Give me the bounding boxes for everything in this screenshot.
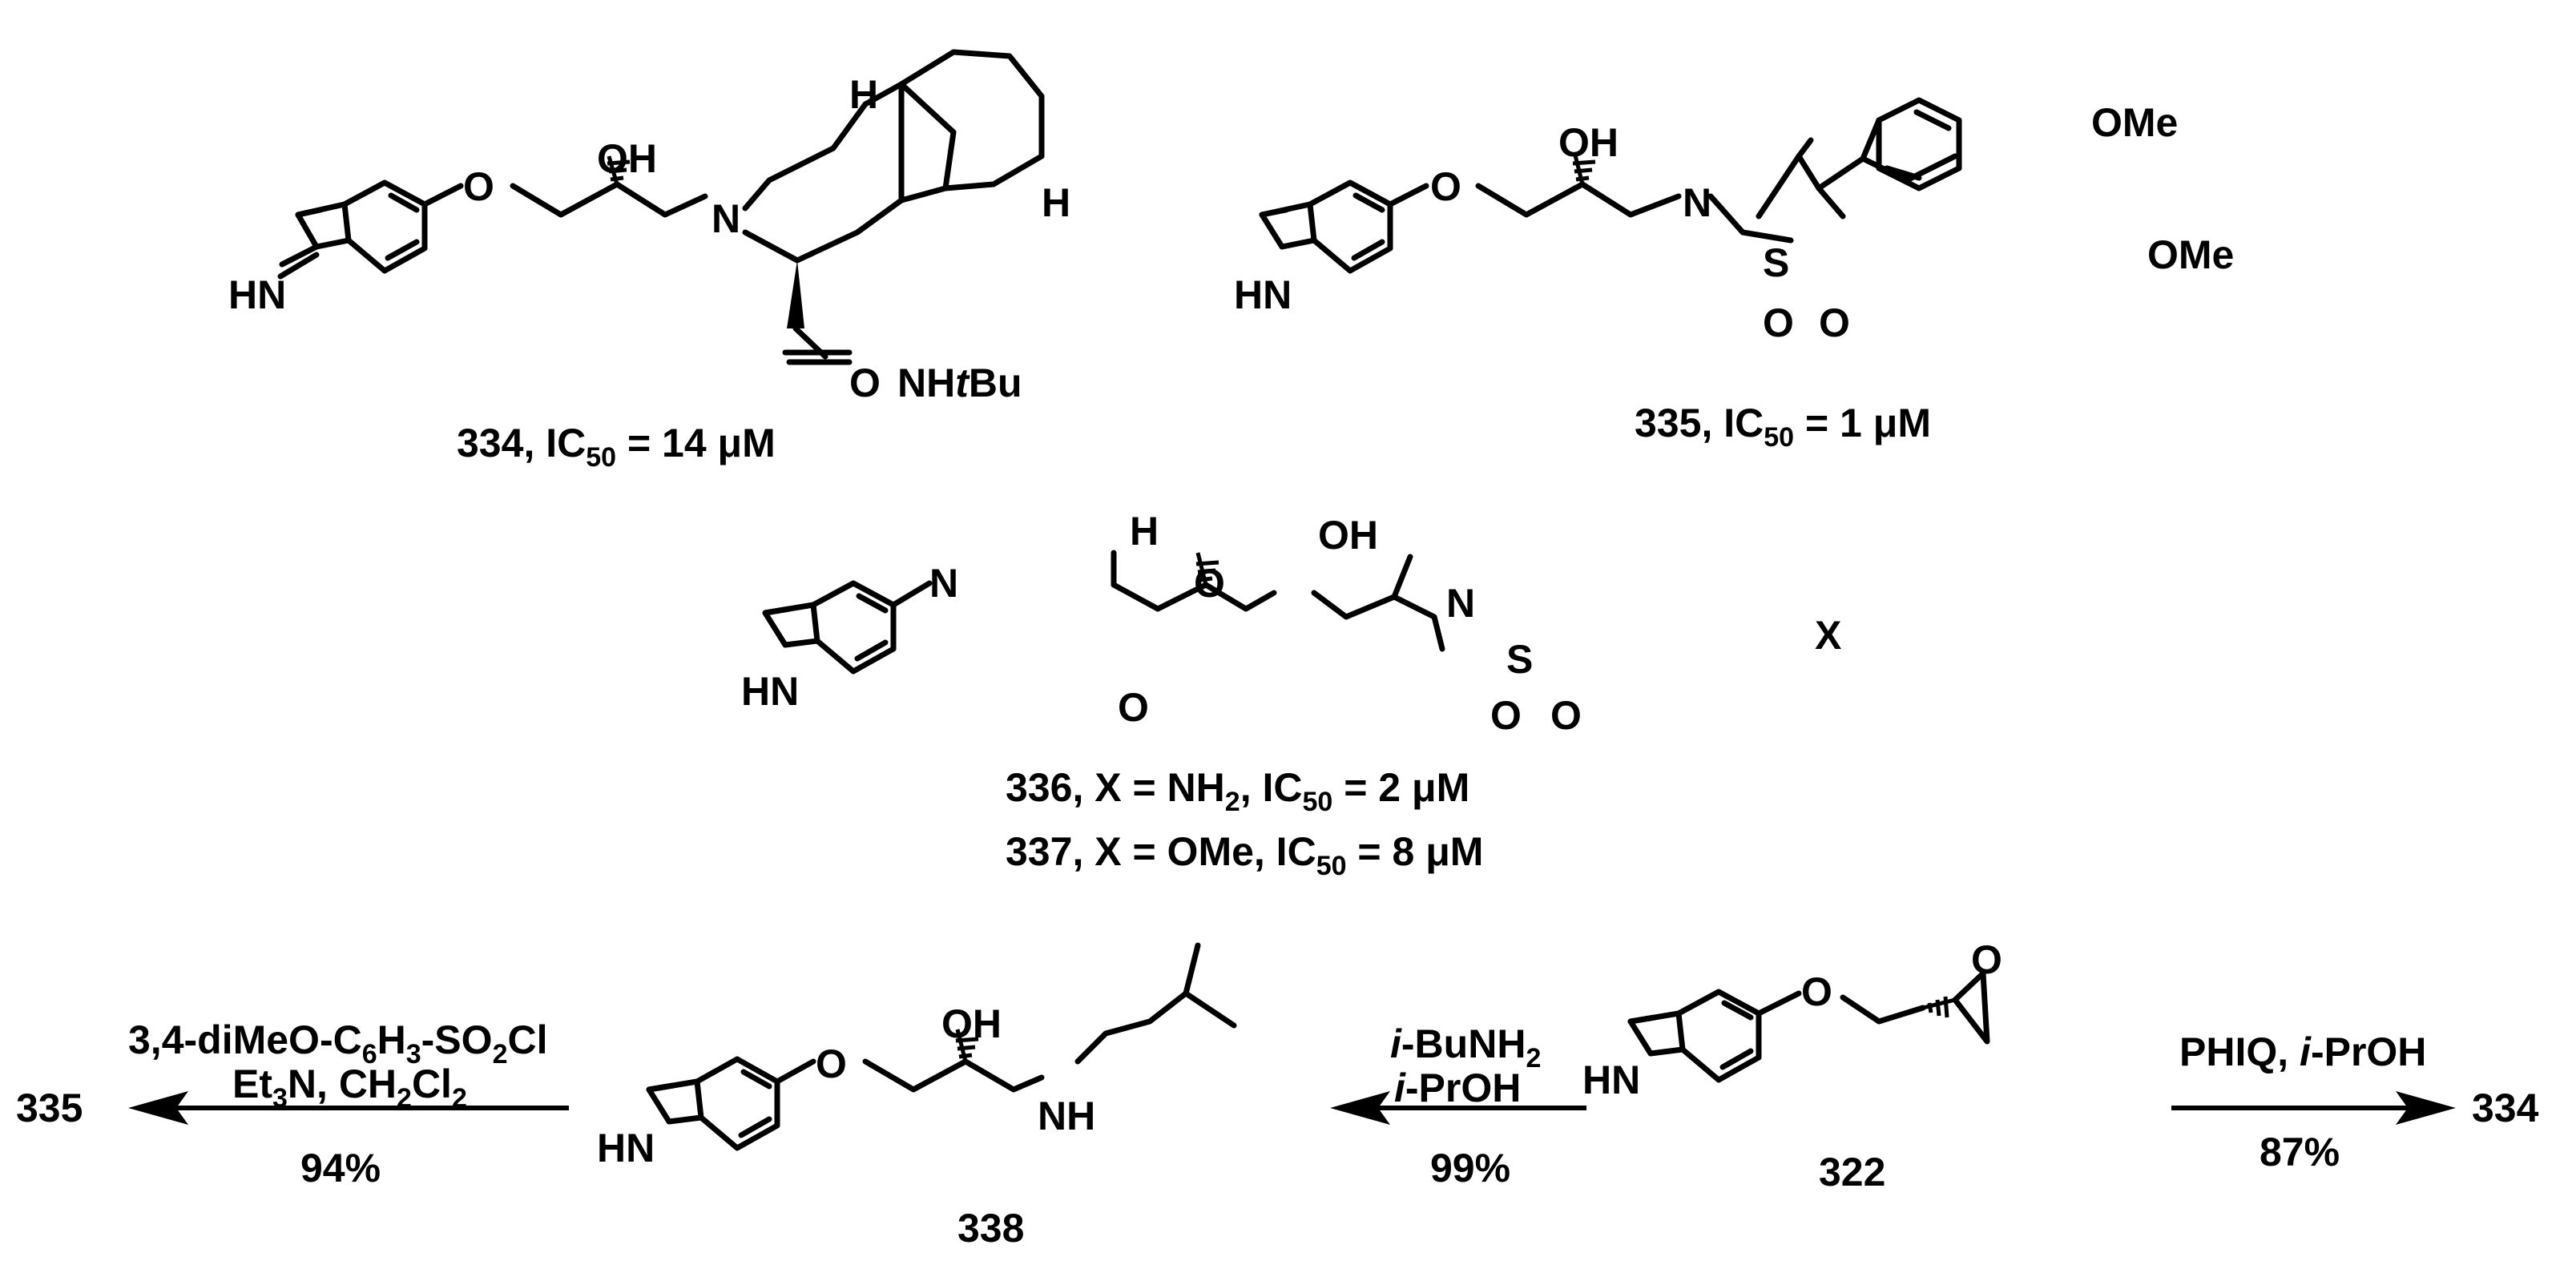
c335-so-o2-label: O [1819,300,1850,345]
c336-so-o1-label: O [1490,693,1522,738]
c322-epoxide-o-label: O [1971,937,2002,982]
c334-amide-o-label: O [849,361,881,405]
compound-335-structure [1259,97,1962,274]
c336-oh-label: OH [1318,513,1378,558]
c334-n-label: N [712,196,740,241]
reaction-arrow-3 [2171,1091,2456,1125]
c335-oh-label: OH [1558,120,1619,165]
c338-o-label: O [816,1041,847,1086]
c334-hn-label: HN [228,272,286,317]
r1-reagent-line1: 3,4-diMeO-C6H3-SO2Cl [128,1017,547,1069]
r1-reagent-line2: Et3N, CH2Cl2 [232,1061,467,1114]
c335-caption: 335, IC50 = 1 μM [1635,401,1931,453]
c334-caption: 334, IC50 = 14 μM [457,421,776,473]
r1-product-label: 335 [16,1086,83,1130]
c322-caption: 322 [1819,1150,1885,1194]
r3-reagent: PHIQ, i-PrOH [2179,1029,2426,1074]
c338-hn-label: HN [597,1126,655,1170]
c334-oh-label: OH [597,136,657,181]
c334-o-label: O [463,164,494,209]
c334-nh-label: NHtBu [897,361,1022,405]
c334-h1-label: H [849,72,878,117]
c335-s-label: S [1763,240,1789,285]
compound-338-structure [646,942,1237,1151]
c336-s-label: S [1506,637,1533,682]
r3-yield: 87% [2260,1130,2340,1174]
c336-hn-label: HN [741,669,799,714]
c337-caption: 337, X = OMe, IC50 = 8 μM [1006,829,1483,881]
r3-product-label: 334 [2472,1086,2539,1130]
c336-n-label: N [1446,581,1475,626]
c336-caption: 336, X = NH2, IC50 = 2 μM [1006,765,1469,817]
c335-o-label: O [1430,164,1461,209]
c338-nh-label: NH [1038,1094,1095,1138]
c338-oh-label: OH [941,1001,1002,1046]
r2-reagent-line2: i-PrOH [1394,1065,1521,1110]
compound-334-structure [277,49,1045,365]
c335-hn-label: HN [1234,272,1292,317]
c335-ome1-label: OMe [2091,100,2178,145]
compound-336-337-structure [762,550,1445,675]
c336-so-o2-label: O [1550,693,1582,738]
c335-ome2-label: OMe [2147,232,2234,277]
c336-o-carbonyl-label: O [1118,685,1149,730]
r1-yield: 94% [300,1146,381,1190]
c336-o-ester-label: O [1194,561,1225,606]
c336-x-label: X [1815,613,1841,658]
c338-caption: 338 [957,1206,1024,1251]
c322-o-label: O [1801,969,1832,1014]
c335-so-o1-label: O [1763,300,1794,345]
c322-hn-label: HN [1582,1057,1640,1102]
reaction-arrow-1 [128,1091,569,1125]
c334-h2-label: H [1042,180,1070,225]
reaction-arrow-2 [1330,1091,1586,1125]
r2-yield: 99% [1430,1146,1510,1190]
c335-n-label: N [1683,180,1711,225]
c336-h-label: H [1130,509,1159,554]
r2-reagent-line1: i-BuNH2 [1390,1021,1541,1074]
c336-n-carb-label: N [929,561,958,606]
compound-322-structure [1627,970,1990,1083]
